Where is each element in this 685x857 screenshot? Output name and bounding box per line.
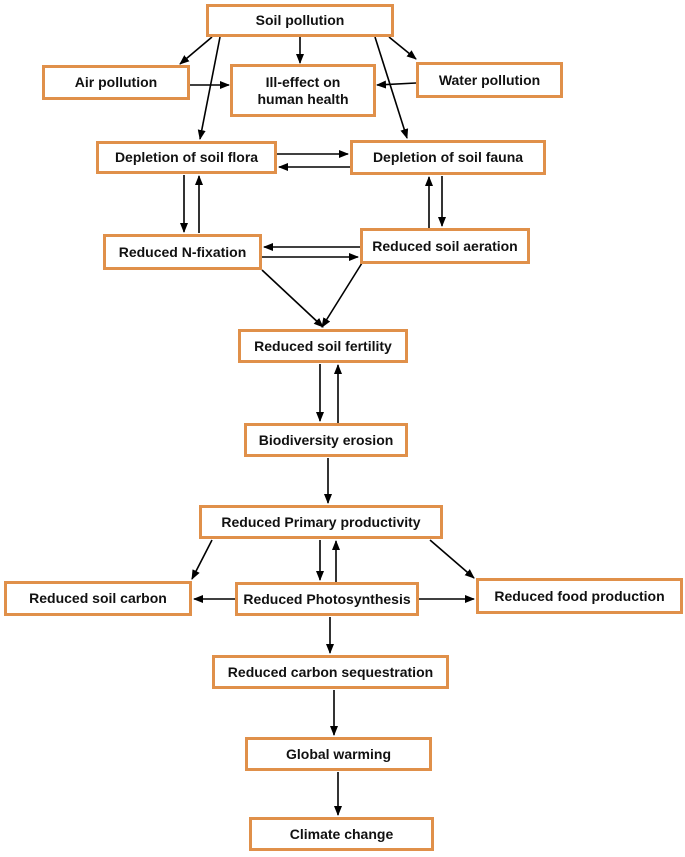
- arrow-primary-to-food: [429, 539, 475, 579]
- depletion-soil-flora-label: Depletion of soil flora: [114, 149, 259, 165]
- climate-change-box: Climate change: [249, 817, 434, 851]
- depletion-soil-fauna-label: Depletion of soil fauna: [372, 149, 524, 165]
- ill-effect-label-line2: human health: [257, 90, 349, 107]
- reduced-primary-productivity-label: Reduced Primary productivity: [221, 513, 421, 530]
- reduced-carbon-sequestration-label: Reduced carbon sequestration: [227, 663, 434, 680]
- soil-pollution-label: Soil pollution: [255, 12, 345, 28]
- reduced-soil-fertility-label: Reduced soil fertility: [254, 337, 392, 354]
- global-warming-box: Global warming: [245, 737, 432, 771]
- reduced-carbon-sequestration-box: Reduced carbon sequestration: [212, 655, 449, 689]
- arrow-soil-to-water: [388, 36, 417, 60]
- depletion-soil-flora-box: Depletion of soil flora: [96, 141, 277, 174]
- ill-effect-box: Ill-effect on human health: [230, 64, 376, 117]
- soil-pollution-box: Soil pollution: [206, 4, 394, 37]
- reduced-primary-productivity-box: Reduced Primary productivity: [199, 505, 443, 539]
- biodiversity-erosion-box: Biodiversity erosion: [244, 423, 408, 457]
- depletion-soil-fauna-box: Depletion of soil fauna: [350, 140, 546, 175]
- arrow-n-fixation-to-fertility: [261, 269, 324, 328]
- reduced-food-production-box: Reduced food production: [476, 578, 683, 614]
- global-warming-label: Global warming: [285, 745, 391, 762]
- water-pollution-box: Water pollution: [416, 62, 563, 98]
- reduced-soil-carbon-box: Reduced soil carbon: [4, 581, 192, 616]
- reduced-soil-carbon-label: Reduced soil carbon: [29, 590, 167, 606]
- arrow-soil-to-flora: [197, 36, 221, 140]
- air-pollution-label: Air pollution: [74, 74, 158, 90]
- water-pollution-label: Water pollution: [438, 71, 541, 88]
- climate-change-label: Climate change: [289, 825, 394, 842]
- reduced-food-production-label: Reduced food production: [494, 587, 665, 604]
- reduced-soil-aeration-label: Reduced soil aeration: [372, 237, 518, 254]
- air-pollution-box: Air pollution: [42, 65, 190, 100]
- arrow-aeration-to-fertility: [321, 262, 363, 328]
- reduced-soil-fertility-box: Reduced soil fertility: [238, 329, 408, 363]
- reduced-n-fixation-label: Reduced N-fixation: [118, 243, 247, 260]
- biodiversity-erosion-label: Biodiversity erosion: [258, 431, 394, 448]
- arrow-soil-to-fauna: [374, 36, 409, 139]
- reduced-n-fixation-box: Reduced N-fixation: [103, 234, 262, 270]
- arrow-soil-to-air: [179, 36, 213, 65]
- reduced-photosynthesis-label: Reduced Photosynthesis: [243, 590, 411, 607]
- arrow-water-to-ill-effect: [376, 80, 417, 89]
- arrow-primary-to-soil-carbon: [191, 539, 213, 580]
- ill-effect-label-line1: Ill-effect on: [265, 73, 341, 90]
- reduced-soil-aeration-box: Reduced soil aeration: [360, 228, 530, 264]
- reduced-photosynthesis-box: Reduced Photosynthesis: [235, 582, 419, 616]
